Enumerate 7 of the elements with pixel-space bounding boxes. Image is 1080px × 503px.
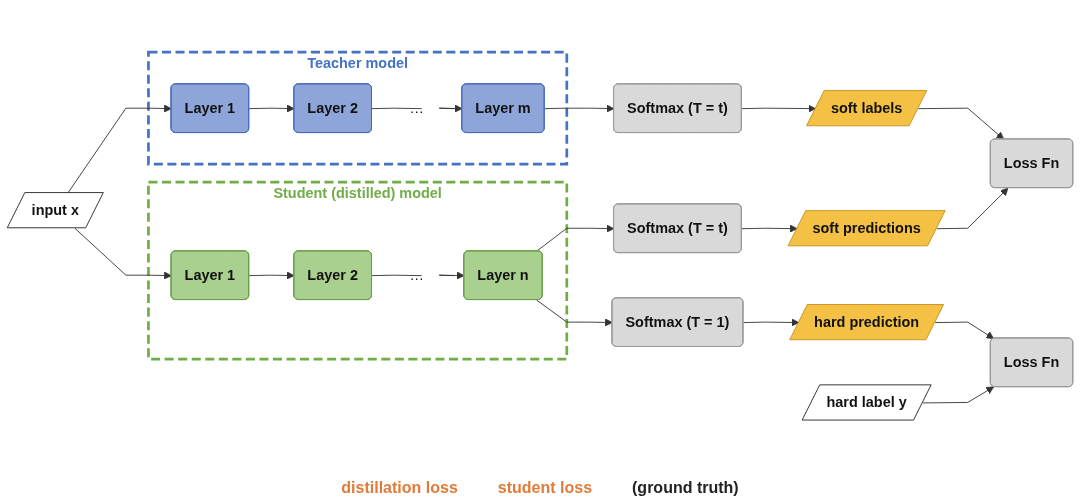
loss-label: distillation loss bbox=[341, 479, 458, 497]
node-text: … bbox=[409, 100, 424, 116]
loss-label: student loss bbox=[497, 479, 593, 497]
connector bbox=[371, 108, 423, 110]
note-text: (ground truth) bbox=[632, 479, 739, 497]
connector bbox=[371, 275, 423, 277]
node-text: … bbox=[409, 267, 424, 283]
